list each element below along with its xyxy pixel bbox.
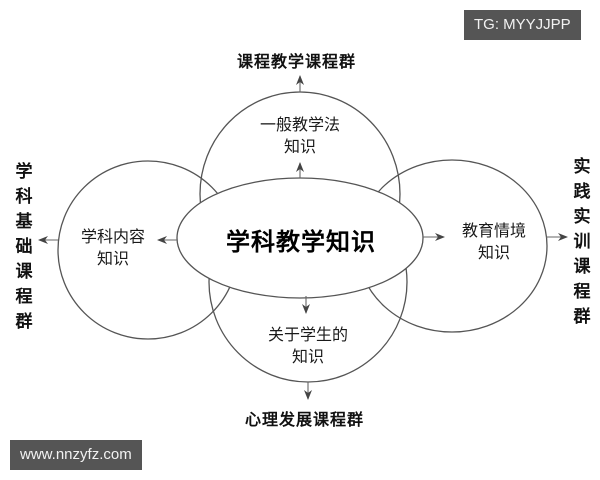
node-left-label: 学科内容 知识 [80,227,145,268]
watermark-badge-top: TG: MYYJJPP [464,10,581,40]
outcome-top: 课程教学课程群 [237,52,357,71]
outcome-bottom: 心理发展课程群 [245,410,365,429]
node-right-label: 教育情境 知识 [461,221,526,262]
outcome-left: 学 科 基 础 课 程 群 [15,162,33,332]
node-top-label: 一般教学法 知识 [259,115,340,156]
watermark-badge-bottom: www.nnzyfz.com [10,440,142,470]
outcome-right: 实 践 实 训 课 程 群 [573,157,591,327]
node-bottom-label: 关于学生的 知识 [267,325,348,366]
center-label: 学科教学知识 [226,228,376,256]
